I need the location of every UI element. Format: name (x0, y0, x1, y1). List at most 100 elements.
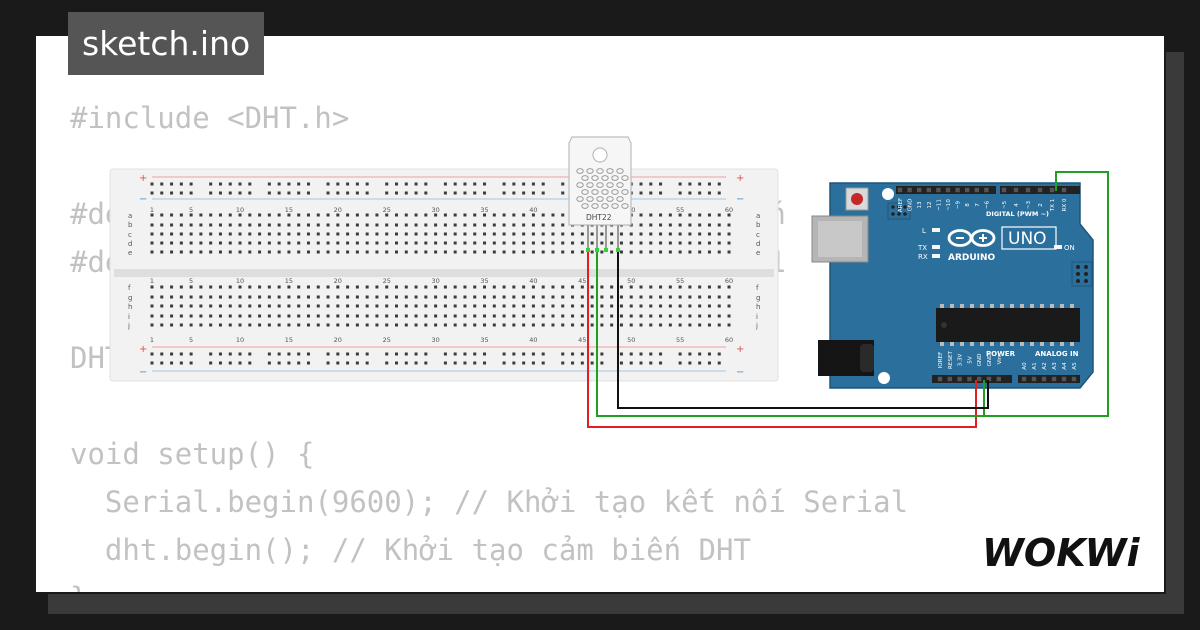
rail-hole[interactable] (414, 361, 418, 365)
breadboard-hole[interactable] (512, 223, 516, 227)
rail-hole[interactable] (424, 361, 428, 365)
rail-hole[interactable] (218, 182, 222, 186)
breadboard-hole[interactable] (561, 304, 565, 308)
rail-hole[interactable] (189, 182, 193, 186)
breadboard-hole[interactable] (512, 285, 516, 289)
rail-hole[interactable] (443, 352, 447, 356)
breadboard-hole[interactable] (228, 285, 232, 289)
breadboard-hole[interactable] (414, 223, 418, 227)
breadboard-hole[interactable] (571, 314, 575, 318)
breadboard-hole[interactable] (267, 223, 271, 227)
breadboard-hole[interactable] (463, 304, 467, 308)
breadboard-hole[interactable] (248, 213, 252, 217)
rail-hole[interactable] (218, 352, 222, 356)
breadboard-hole[interactable] (434, 223, 438, 227)
breadboard-hole[interactable] (629, 285, 633, 289)
breadboard-hole[interactable] (717, 285, 721, 289)
breadboard-hole[interactable] (541, 250, 545, 254)
breadboard-hole[interactable] (571, 295, 575, 299)
breadboard-hole[interactable] (316, 223, 320, 227)
breadboard-hole[interactable] (619, 295, 623, 299)
breadboard-hole[interactable] (639, 314, 643, 318)
breadboard-hole[interactable] (698, 250, 702, 254)
breadboard-hole[interactable] (502, 213, 506, 217)
breadboard-hole[interactable] (316, 304, 320, 308)
breadboard-hole[interactable] (668, 223, 672, 227)
rail-hole[interactable] (248, 352, 252, 356)
breadboard-hole[interactable] (306, 295, 310, 299)
breadboard-hole[interactable] (571, 241, 575, 245)
rail-hole[interactable] (179, 352, 183, 356)
breadboard-hole[interactable] (434, 241, 438, 245)
breadboard-hole[interactable] (218, 314, 222, 318)
breadboard-hole[interactable] (463, 213, 467, 217)
breadboard-hole[interactable] (590, 241, 594, 245)
breadboard-hole[interactable] (502, 232, 506, 236)
breadboard-hole[interactable] (639, 285, 643, 289)
breadboard-hole[interactable] (522, 223, 526, 227)
rail-hole[interactable] (463, 182, 467, 186)
rail-hole[interactable] (228, 352, 232, 356)
breadboard-hole[interactable] (551, 213, 555, 217)
rail-hole[interactable] (561, 352, 565, 356)
breadboard-hole[interactable] (483, 285, 487, 289)
breadboard-hole[interactable] (414, 241, 418, 245)
breadboard-hole[interactable] (727, 285, 731, 289)
rail-hole[interactable] (277, 361, 281, 365)
breadboard-hole[interactable] (688, 323, 692, 327)
breadboard-hole[interactable] (189, 314, 193, 318)
breadboard-hole[interactable] (659, 241, 663, 245)
breadboard-hole[interactable] (619, 241, 623, 245)
breadboard-hole[interactable] (541, 223, 545, 227)
breadboard-hole[interactable] (698, 232, 702, 236)
rail-hole[interactable] (659, 352, 663, 356)
breadboard-hole[interactable] (179, 250, 183, 254)
rail-hole[interactable] (189, 361, 193, 365)
rail-hole[interactable] (502, 352, 506, 356)
breadboard-hole[interactable] (189, 285, 193, 289)
breadboard-hole[interactable] (727, 232, 731, 236)
rail-hole[interactable] (238, 361, 242, 365)
breadboard-hole[interactable] (688, 250, 692, 254)
rail-hole[interactable] (346, 182, 350, 186)
breadboard-hole[interactable] (580, 314, 584, 318)
breadboard-hole[interactable] (150, 250, 154, 254)
breadboard-hole[interactable] (375, 295, 379, 299)
breadboard-hole[interactable] (541, 213, 545, 217)
breadboard-hole[interactable] (610, 250, 614, 254)
rail-hole[interactable] (659, 182, 663, 186)
rail-hole[interactable] (424, 182, 428, 186)
breadboard-hole[interactable] (414, 285, 418, 289)
breadboard-hole[interactable] (306, 213, 310, 217)
breadboard-hole[interactable] (551, 223, 555, 227)
breadboard-hole[interactable] (727, 304, 731, 308)
rail-hole[interactable] (639, 182, 643, 186)
dht22-sensor[interactable]: DHT22 (568, 136, 632, 252)
breadboard-hole[interactable] (238, 314, 242, 318)
rail-hole[interactable] (639, 361, 643, 365)
rail-hole[interactable] (306, 182, 310, 186)
breadboard-hole[interactable] (228, 223, 232, 227)
breadboard-hole[interactable] (463, 241, 467, 245)
rail-hole[interactable] (365, 361, 369, 365)
rail-hole[interactable] (580, 361, 584, 365)
breadboard-hole[interactable] (238, 250, 242, 254)
file-title-tab[interactable]: sketch.ino (68, 12, 265, 75)
breadboard-hole[interactable] (551, 304, 555, 308)
breadboard-hole[interactable] (453, 295, 457, 299)
breadboard-hole[interactable] (698, 223, 702, 227)
breadboard-hole[interactable] (179, 314, 183, 318)
breadboard-hole[interactable] (668, 241, 672, 245)
breadboard-hole[interactable] (365, 223, 369, 227)
breadboard-hole[interactable] (443, 223, 447, 227)
breadboard-hole[interactable] (365, 314, 369, 318)
breadboard-hole[interactable] (541, 314, 545, 318)
breadboard-hole[interactable] (512, 241, 516, 245)
rail-hole[interactable] (385, 182, 389, 186)
breadboard-hole[interactable] (561, 314, 565, 318)
breadboard-hole[interactable] (248, 304, 252, 308)
breadboard-hole[interactable] (639, 250, 643, 254)
rail-hole[interactable] (717, 361, 721, 365)
rail-hole[interactable] (326, 352, 330, 356)
breadboard-hole[interactable] (160, 295, 164, 299)
